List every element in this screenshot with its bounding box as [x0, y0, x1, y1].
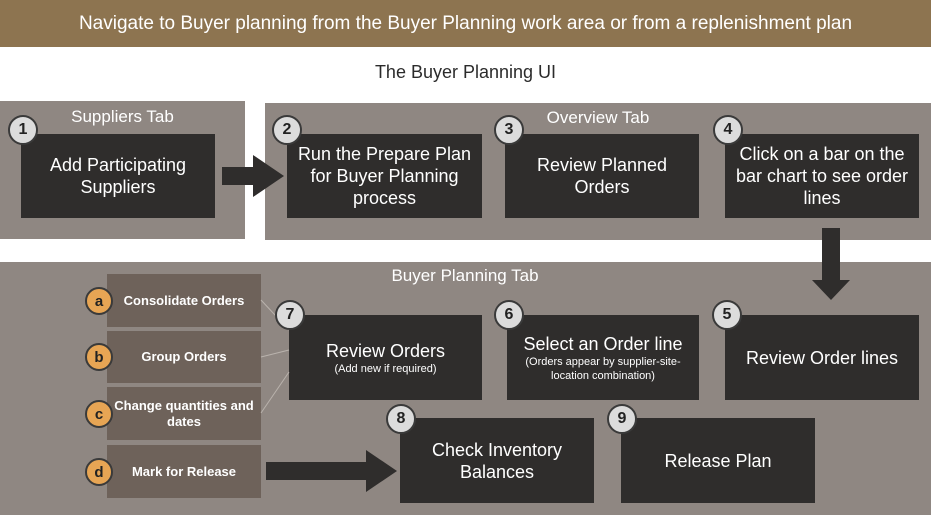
arrow-step1-to-step2	[222, 155, 284, 197]
substep-d-label: Mark for Release	[131, 463, 237, 479]
substep-a-label: Consolidate Orders	[123, 292, 245, 308]
step-1-box: Add Participating Suppliers	[21, 134, 215, 218]
suppliers-tab-title: Suppliers Tab	[71, 107, 174, 126]
step-5-badge: 5	[712, 300, 742, 330]
step-8-badge: 8	[386, 404, 416, 434]
step-4-box: Click on a bar on the bar chart to see o…	[725, 134, 919, 218]
buyer-planning-tab-title: Buyer Planning Tab	[391, 266, 539, 285]
step-6-badge: 6	[494, 300, 524, 330]
substep-a-box: Consolidate Orders	[107, 274, 261, 327]
substep-a-badge: a	[85, 287, 113, 315]
step-7-box: Review Orders (Add new if required)	[289, 315, 482, 400]
arrow-markrelease-to-step8	[266, 450, 397, 492]
navigation-banner: Navigate to Buyer planning from the Buye…	[0, 0, 931, 47]
step-6-label: Select an Order line	[523, 333, 683, 354]
arrow-step4-to-step5	[812, 228, 850, 300]
step-7-label: Review Orders	[325, 340, 446, 361]
substep-c-box: Change quantities and dates	[107, 387, 261, 440]
substep-c-badge: c	[85, 400, 113, 428]
step-6-box: Select an Order line (Orders appear by s…	[507, 315, 699, 400]
substep-d-box: Mark for Release	[107, 445, 261, 498]
step-2-label: Run the Prepare Plan for Buyer Planning …	[297, 144, 472, 208]
step-9-badge: 9	[607, 404, 637, 434]
diagram-title: The Buyer Planning UI	[374, 62, 557, 82]
step-3-box: Review Planned Orders	[505, 134, 699, 218]
overview-tab-title: Overview Tab	[546, 108, 650, 127]
step-6-note: (Orders appear by supplier-site-location…	[525, 355, 681, 382]
step-4-badge: 4	[713, 115, 743, 145]
step-5-label: Review Order lines	[745, 347, 899, 368]
step-4-label: Click on a bar on the bar chart to see o…	[735, 144, 909, 208]
step-7-note: (Add new if required)	[334, 362, 437, 375]
substep-c-label: Change quantities and dates	[114, 397, 254, 429]
substep-d-badge: d	[85, 458, 113, 486]
step-5-box: Review Order lines	[725, 315, 919, 400]
step-9-box: Release Plan	[621, 418, 815, 503]
substep-b-box: Group Orders	[107, 331, 261, 383]
step-2-box: Run the Prepare Plan for Buyer Planning …	[287, 134, 482, 218]
step-7-badge: 7	[275, 300, 305, 330]
substep-b-label: Group Orders	[141, 349, 227, 364]
step-3-badge: 3	[494, 115, 524, 145]
step-1-badge: 1	[8, 115, 38, 145]
step-8-label: Check Inventory Balances	[431, 439, 563, 482]
step-9-label: Release Plan	[664, 450, 772, 471]
step-8-box: Check Inventory Balances	[400, 418, 594, 503]
step-2-badge: 2	[272, 115, 302, 145]
substep-b-badge: b	[85, 343, 113, 371]
step-3-label: Review Planned Orders	[536, 155, 668, 197]
step-1-label: Add Participating Suppliers	[49, 155, 187, 197]
